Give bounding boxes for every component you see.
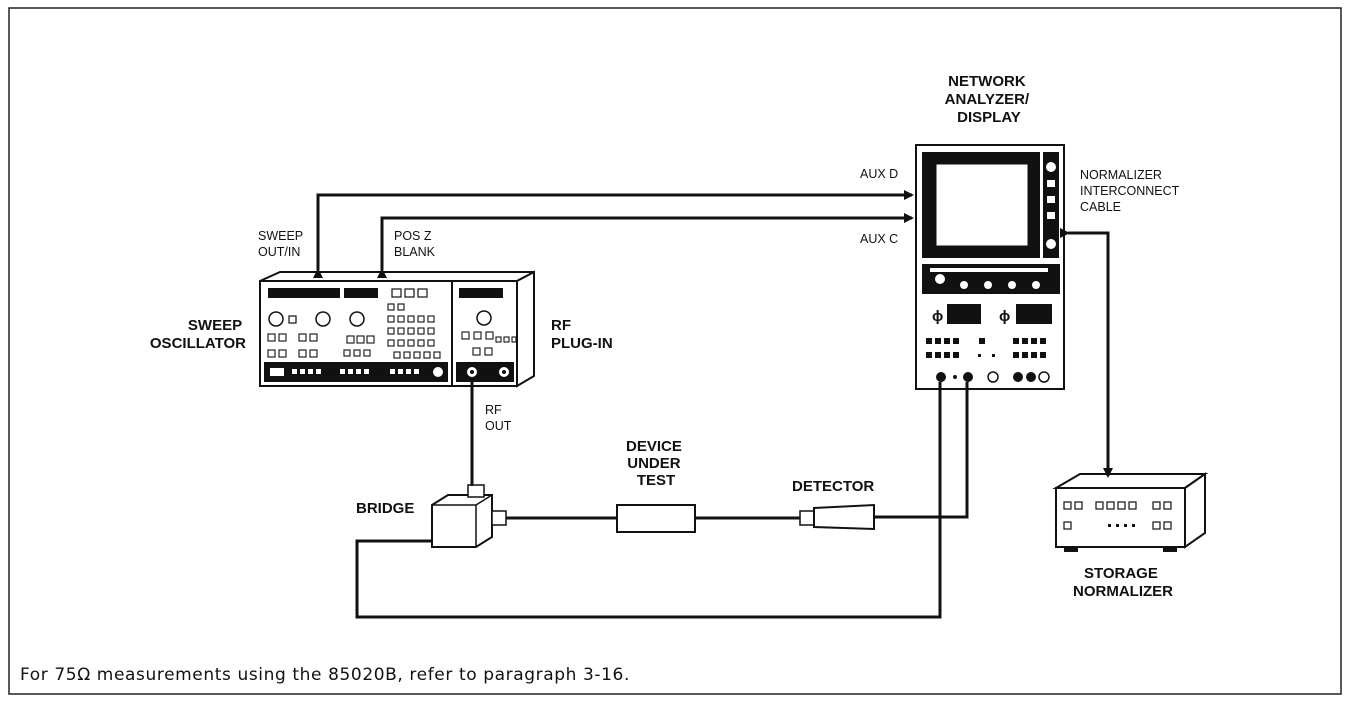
crt-screen	[935, 163, 1029, 247]
aux-d-label: AUX D	[860, 167, 898, 181]
bridge-return-cable	[355, 382, 942, 619]
storage-normalizer	[1052, 472, 1209, 552]
figure-border	[8, 7, 1342, 695]
rf-plug-in-label: RF PLUG-IN	[551, 317, 613, 352]
bridge-label: BRIDGE	[356, 500, 414, 517]
aux-d-cable	[313, 190, 914, 278]
network-analyzer-label: NETWORK ANALYZER/ DISPLAY	[945, 73, 1034, 126]
storage-normalizer-label: STORAGE NORMALIZER	[1073, 565, 1173, 600]
aux-c-label: AUX C	[860, 232, 898, 246]
input-connector-1	[936, 372, 946, 382]
phase-symbol-left: ϕ	[932, 308, 943, 325]
sweep-out-in-label: SWEEP OUT/IN	[258, 229, 306, 259]
rf-out-label: RF OUT	[485, 403, 512, 433]
sweep-oscillator-label: SWEEP OSCILLATOR	[150, 317, 246, 352]
normalizer-cable-label: NORMALIZER INTERCONNECT CABLE	[1080, 168, 1183, 214]
input-connector-2	[963, 372, 973, 382]
device-under-test	[616, 504, 696, 533]
detector-return-cable	[874, 382, 969, 519]
network-analyzer-display: ϕ ϕ	[915, 144, 1065, 390]
device-under-test-label: DEVICE UNDER TEST	[626, 438, 686, 489]
phase-symbol-right: ϕ	[999, 308, 1010, 325]
normalizer-interconnect-cable	[1060, 228, 1113, 478]
rf-plug-in-unit	[456, 288, 517, 382]
pos-z-blank-label: POS Z BLANK	[394, 229, 436, 259]
aux-c-cable	[377, 213, 914, 278]
figure-caption: For 75Ω measurements using the 85020B, r…	[20, 665, 630, 685]
detector	[799, 503, 875, 531]
phase-display-right	[1016, 304, 1052, 324]
phase-display-left	[947, 304, 981, 324]
bridge	[431, 484, 507, 548]
detector-label: DETECTOR	[792, 478, 874, 495]
